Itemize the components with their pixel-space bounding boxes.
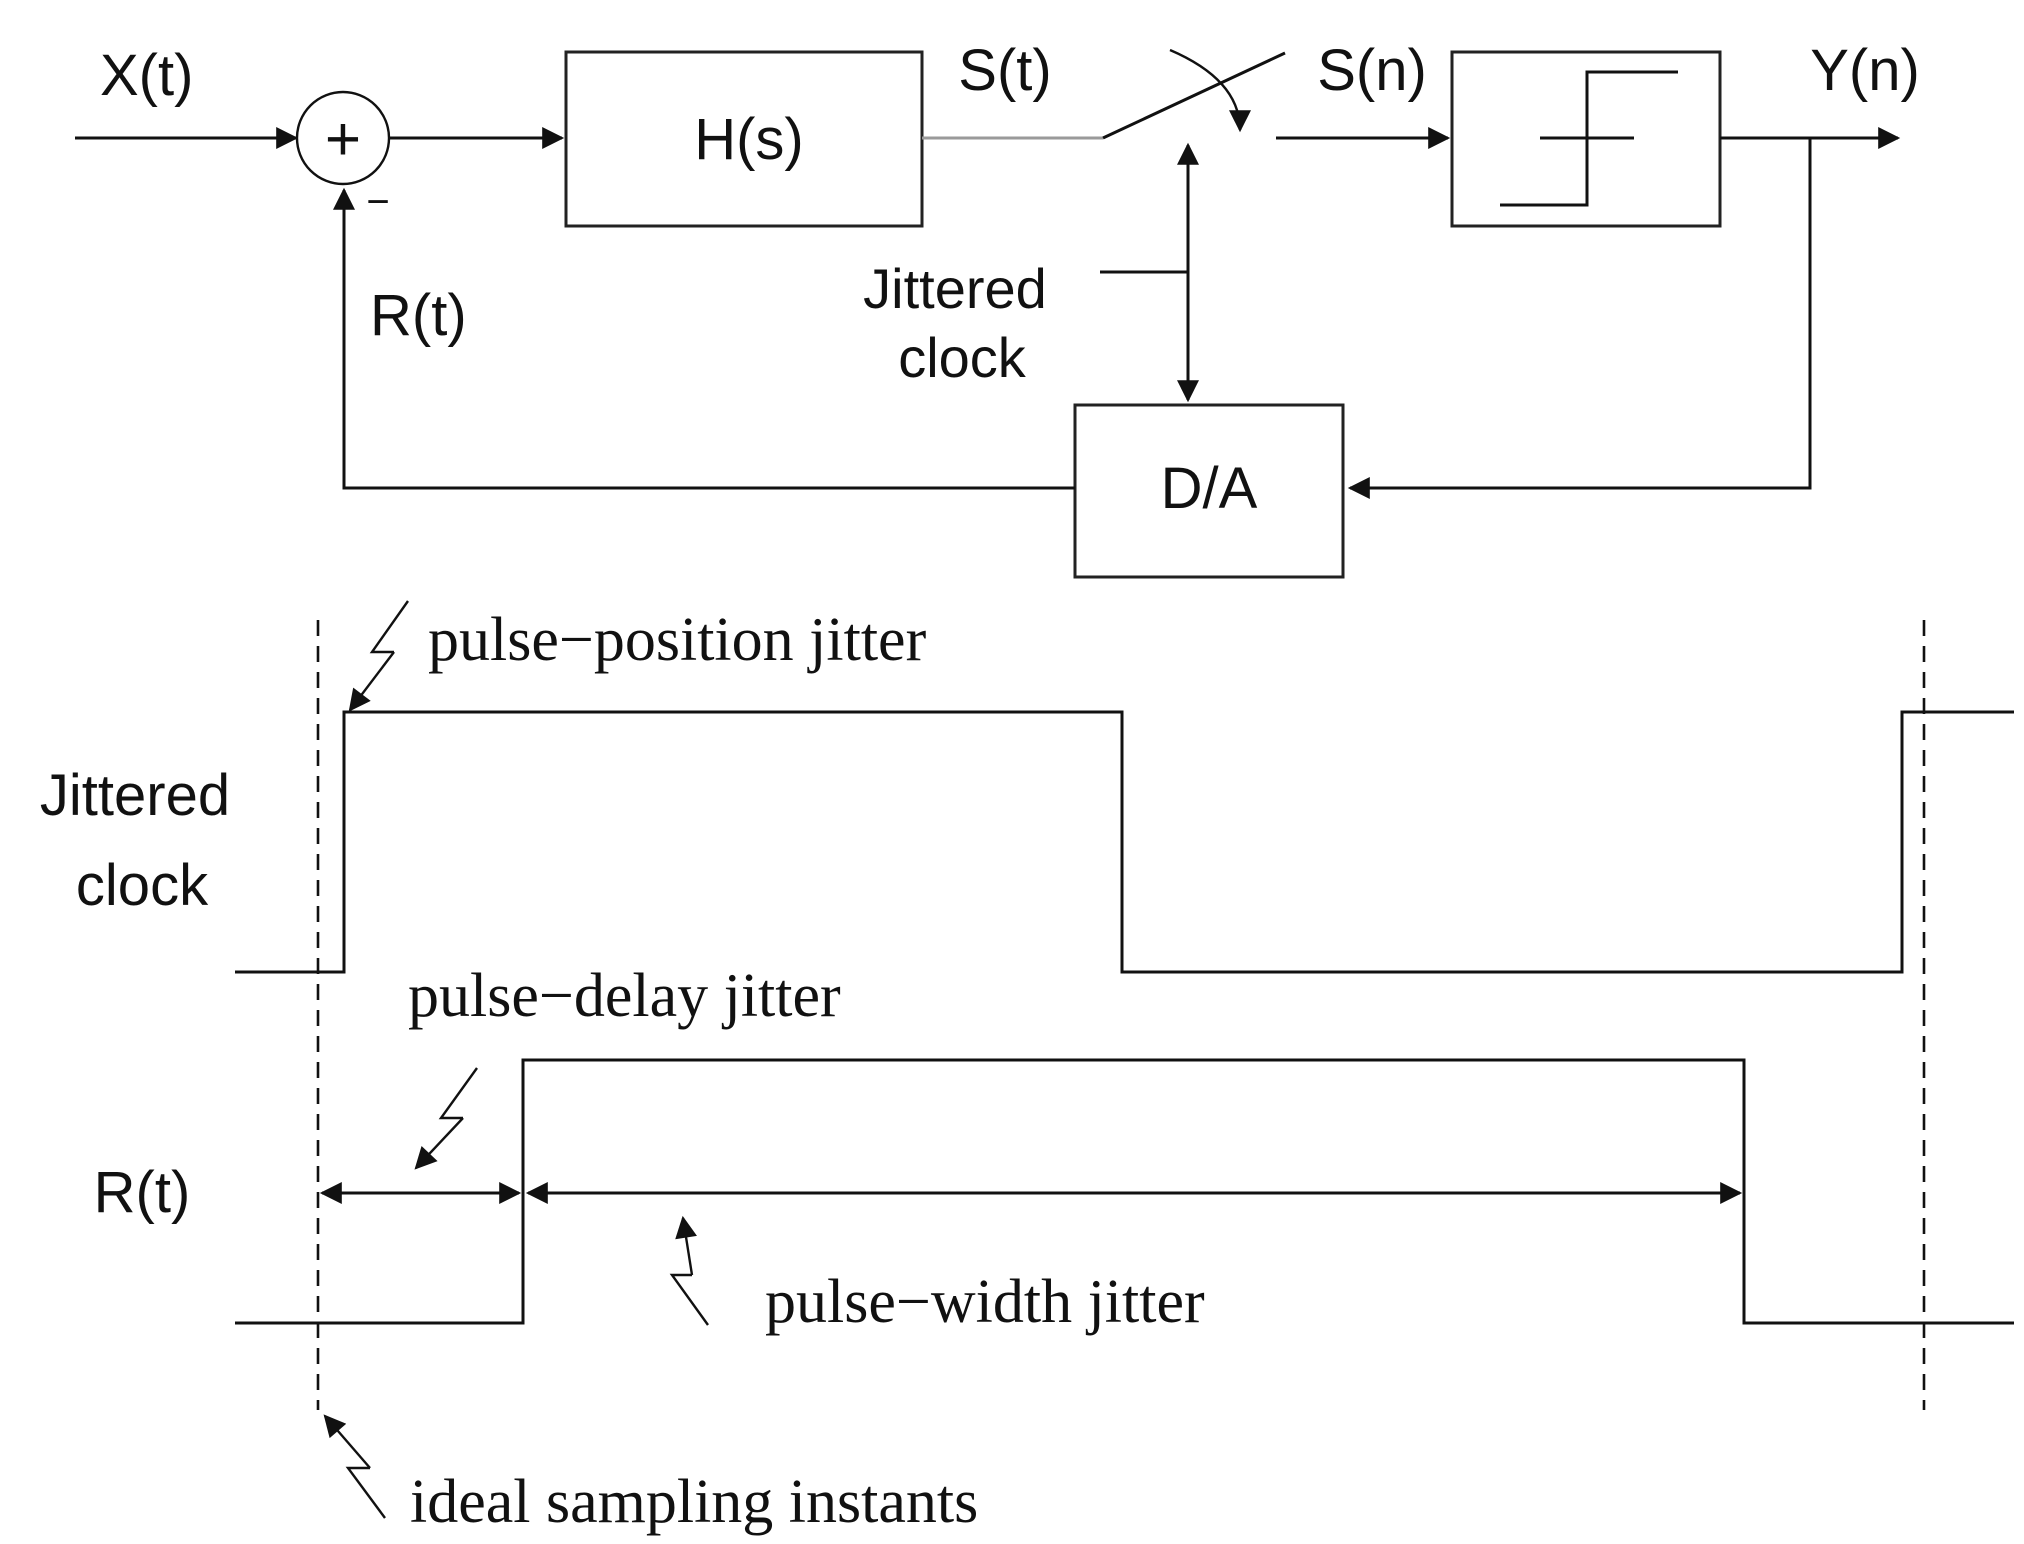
clock-label-line1: Jittered (863, 257, 1047, 320)
rt-waveform (235, 1058, 2014, 1325)
pulse-delay-jitter-label: pulse−delay jitter (408, 962, 841, 1030)
clock-waveform (235, 710, 2014, 974)
ideal-sampling-instants-label: ideal sampling instants (410, 1468, 978, 1536)
feedback-label: R(t) (370, 283, 467, 348)
input-label: X(t) (100, 43, 193, 108)
dac-label: D/A (1161, 456, 1258, 521)
summer-plus-sign: + (325, 105, 361, 174)
dac-block (1073, 403, 1345, 579)
clock-row-label-line1: Jittered (40, 763, 230, 828)
summer-minus-sign: − (366, 180, 389, 224)
sampler-switch (1102, 48, 1286, 140)
dac-feedback-wire (333, 187, 1075, 490)
quantizer-block (1450, 50, 1722, 228)
sampled-label: S(n) (1317, 38, 1427, 103)
clock-label-line2: clock (898, 326, 1027, 389)
ideal-sampling-pointer (323, 1414, 386, 1519)
filter-output-label: S(t) (958, 38, 1051, 103)
block-diagram: X(t) + − H(s) S(t) S(n) Y(n (75, 38, 1920, 579)
output-feedback-wire (1347, 138, 1812, 499)
filter-block (564, 50, 924, 228)
pulse-position-jitter-pointer (348, 600, 409, 712)
pulse-delay-jitter-pointer (414, 1067, 478, 1170)
pulse-position-jitter-label: pulse−position jitter (428, 606, 927, 674)
timing-diagram: Jittered clock pulse−position jitter R(t… (40, 600, 2014, 1536)
summing-junction: + − (295, 90, 391, 224)
output-label: Y(n) (1810, 38, 1920, 103)
rt-row-label: R(t) (94, 1160, 191, 1225)
pulse-width-jitter-label: pulse−width jitter (765, 1268, 1205, 1336)
pulse-width-jitter-pointer (669, 1215, 709, 1326)
filter-label: H(s) (694, 107, 804, 172)
clock-row-label-line2: clock (76, 853, 209, 918)
